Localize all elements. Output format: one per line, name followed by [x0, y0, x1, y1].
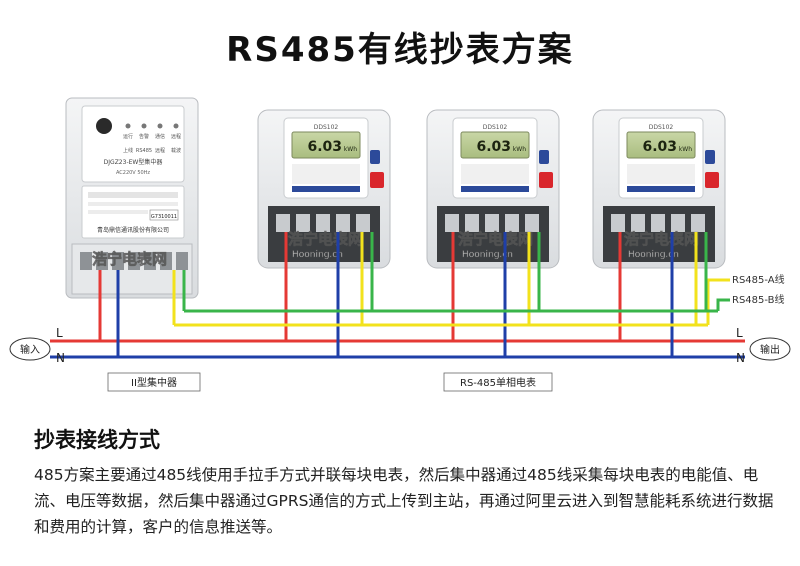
concentrator-caption: II型集中器 [107, 372, 201, 392]
output-terminal: 输出 [749, 337, 791, 361]
output-label: 输出 [760, 343, 780, 356]
concentrator: 运行 告警 通信 远程 上线 RS485 远程 载波 DJGZ23-EW型集中器… [65, 97, 199, 299]
wire-L [50, 232, 745, 343]
watermark-cn: 浩宁电表网 [288, 230, 363, 248]
wire-N [50, 232, 745, 359]
concentrator-barcode: G7310011 [151, 214, 177, 220]
input-terminal: 输入 [9, 337, 51, 361]
lamp2-label-4: 载波 [171, 147, 181, 154]
meter-1: DDS102 6.03 kWh [257, 109, 391, 269]
rs485-a-label: RS485-A线 [732, 273, 785, 286]
wire-rs485-b [182, 232, 730, 313]
lamp2-label-1: 上线 [123, 147, 133, 154]
watermark: 浩宁电表网 Hooning.cn [458, 230, 534, 261]
concentrator-model: DJGZ23-EW型集中器 [104, 158, 163, 166]
watermark-en: Hooning.cn [462, 250, 513, 260]
concentrator-lamps [125, 123, 179, 129]
wire-label-L-out: L [736, 326, 743, 340]
lamp-label-3: 通信 [155, 133, 165, 140]
concentrator-button[interactable] [96, 118, 112, 134]
section-title: 抄表接线方式 [34, 428, 160, 452]
meter-3: DDS102 6.03 kWh [592, 109, 726, 269]
watermark-cn: 浩宁电表网 [92, 250, 167, 268]
watermark-cn: 浩宁电表网 [624, 230, 699, 248]
meter-red-button[interactable] [705, 172, 719, 188]
wiring-diagram: 运行 告警 通信 远程 上线 RS485 远程 载波 DJGZ23-EW型集中器… [9, 97, 791, 392]
meter-lcd-value: 6.03 [642, 139, 677, 155]
lamp-label-2: 告警 [139, 133, 149, 140]
meter-red-button[interactable] [539, 172, 553, 188]
section-description: 485方案主要通过485线使用手拉手方式并联每块电表，然后集中器通过485线采集… [34, 466, 774, 536]
watermark: 浩宁电表网 Hooning.cn [288, 230, 364, 261]
watermark: 浩宁电表网 Hooning.cn [624, 230, 700, 261]
watermark-cn: 浩宁电表网 [458, 230, 533, 248]
meter-model: DDS102 [483, 124, 508, 131]
concentrator-brand: 青岛鼎信通讯股份有限公司 [97, 226, 169, 234]
concentrator-voltage: AC220V 50Hz [116, 170, 150, 176]
meter-caption: RS-485单相电表 [443, 372, 553, 392]
watermark-en: Hooning.cn [628, 250, 679, 260]
meter-caption-text: RS-485单相电表 [460, 376, 536, 389]
meter-model: DDS102 [314, 124, 339, 131]
lamp-label-1: 运行 [123, 133, 133, 140]
input-label: 输入 [20, 343, 40, 356]
watermarks: 浩宁电表网 浩宁电表网 Hooning.cn 浩宁电表网 Hooning.cn … [92, 230, 700, 269]
watermark: 浩宁电表网 [92, 250, 168, 269]
watermark-en: Hooning.cn [292, 250, 343, 260]
meter-model: DDS102 [649, 124, 674, 131]
meter-blue-button[interactable] [370, 150, 380, 164]
concentrator-caption-text: II型集中器 [131, 376, 177, 389]
lamp2-label-2: RS485 [136, 148, 152, 154]
meter-lcd-unit: kWh [679, 146, 692, 153]
meter-blue-button[interactable] [539, 150, 549, 164]
wire-label-N-in: N [56, 351, 65, 365]
meter-lcd-value: 6.03 [307, 139, 342, 155]
wire-label-L-in: L [56, 326, 63, 340]
meter-lcd-unit: kWh [344, 146, 357, 153]
wire-label-N-out: N [736, 351, 745, 365]
meter-lcd-unit: kWh [513, 146, 526, 153]
lamp2-label-3: 远程 [155, 147, 165, 154]
concentrator-terminals [80, 252, 188, 270]
meter-lcd-value: 6.03 [476, 139, 511, 155]
meter-blue-button[interactable] [705, 150, 715, 164]
rs485-b-label: RS485-B线 [732, 293, 785, 306]
page-title: RS485有线抄表方案 [226, 30, 574, 70]
meter-red-button[interactable] [370, 172, 384, 188]
lamp-label-4: 远程 [171, 133, 181, 140]
